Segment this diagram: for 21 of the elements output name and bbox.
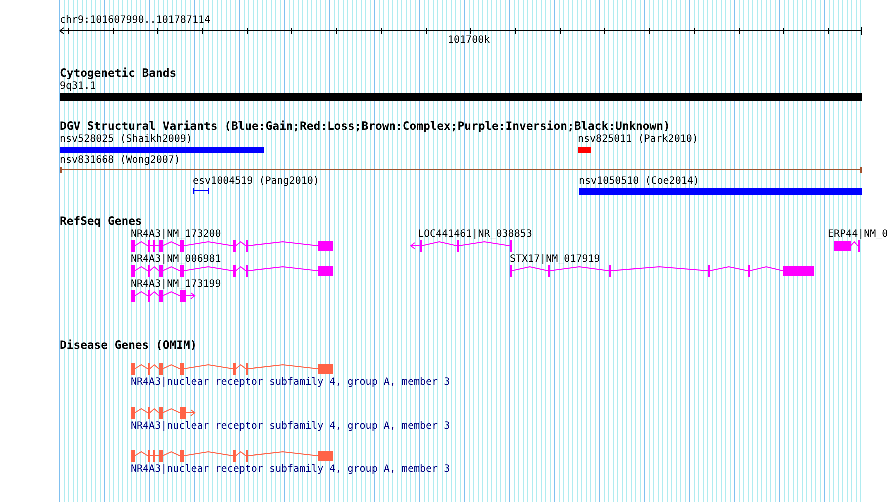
gene-label: LOC441461|NR_038853 xyxy=(418,229,532,240)
gene-label: ERP44|NM_0 xyxy=(828,229,888,240)
variant-label: nsv831668 (Wong2007) xyxy=(60,155,180,166)
track-title: RefSeq Genes xyxy=(60,216,142,227)
gene-label: NR4A3|NM_173200 xyxy=(131,229,222,240)
coordinate-range: chr9:101607990..101787114 xyxy=(60,15,211,26)
track-title: DGV Structural Variants (Blue:Gain;Red:Loss;Brown:Complex;Purple:Inversion;Black:Unknown) xyxy=(60,121,670,132)
track-title: Disease Genes (OMIM) xyxy=(60,340,198,351)
variant-label: nsv825011 (Park2010) xyxy=(578,134,698,145)
gene-label: NR4A3|NM_173199 xyxy=(131,279,222,290)
variant-label: nsv528025 (Shaikh2009) xyxy=(60,134,192,145)
track-title: Cytogenetic Bands xyxy=(60,68,177,79)
gene-label: NR4A3|nuclear receptor subfamily 4, group A, member 3 xyxy=(131,421,450,432)
variant-label: nsv1050510 (Coe2014) xyxy=(579,176,700,187)
scale-tick-label: 101700k xyxy=(448,35,490,46)
gene-label: NR4A3|nuclear receptor subfamily 4, group A, member 3 xyxy=(131,377,450,388)
gene-label: STX17|NM_017919 xyxy=(510,254,600,265)
gene-label: NR4A3|NM_006981 xyxy=(131,254,222,265)
variant-label: esv1004519 (Pang2010) xyxy=(193,176,320,187)
gene-label: NR4A3|nuclear receptor subfamily 4, group A, member 3 xyxy=(131,464,450,475)
band-name: 9q31.1 xyxy=(60,81,96,92)
